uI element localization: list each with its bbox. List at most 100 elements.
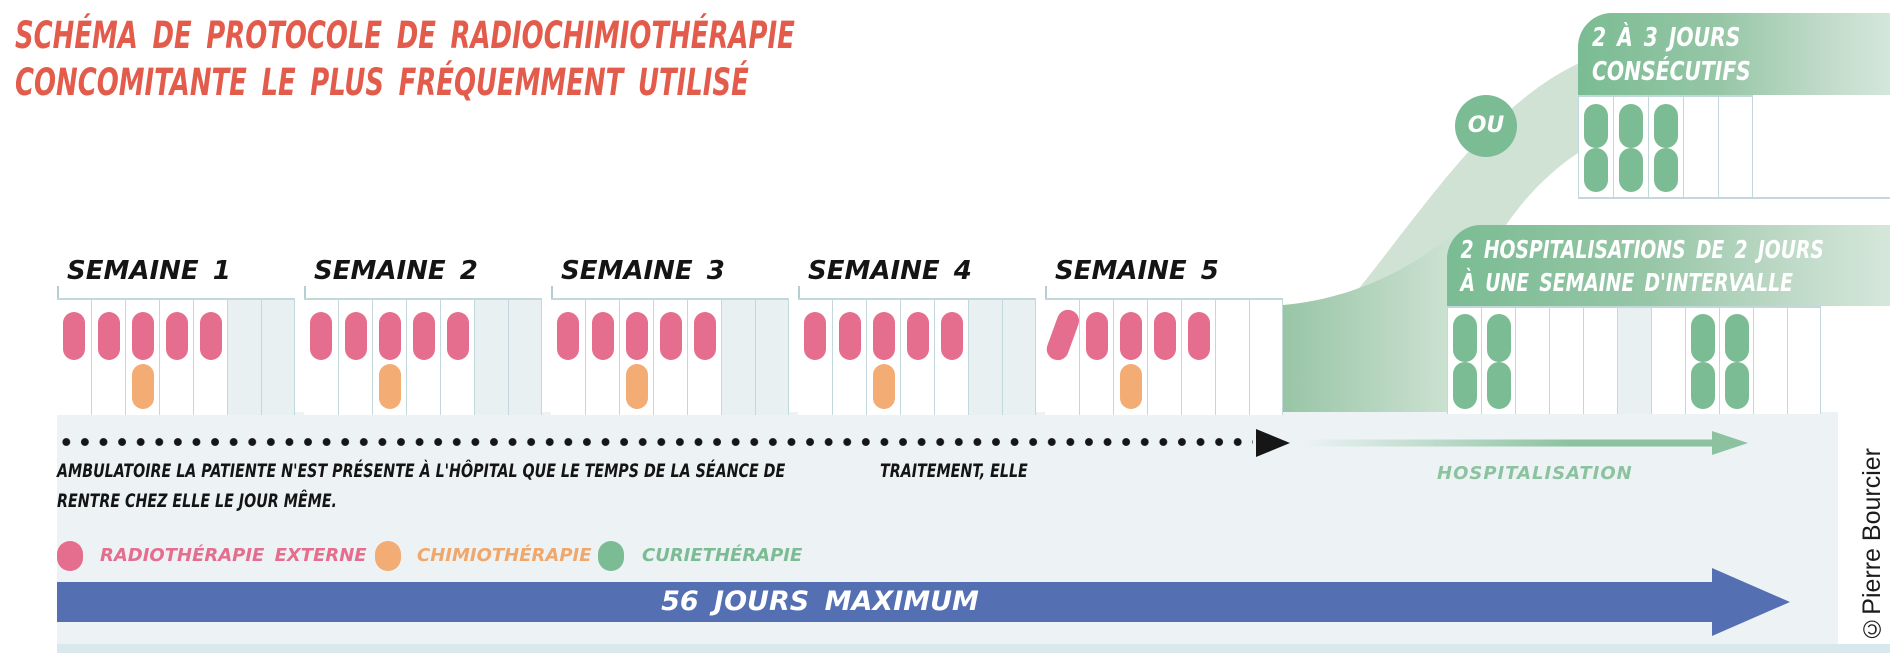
- chemotherapy-pill: [625, 364, 648, 409]
- day-cell: [474, 300, 508, 415]
- day-cell: [193, 300, 227, 415]
- day-cell: [1549, 308, 1583, 414]
- radiotherapy-pill: [1153, 312, 1176, 360]
- week-block: SEMAINE 5: [1043, 0, 1284, 415]
- option1-baseline: [1578, 197, 1890, 199]
- ambulatory-arrowhead-icon: [1256, 429, 1290, 457]
- week-cells: [57, 298, 295, 415]
- curietherapy-pill-segment: [1724, 314, 1749, 362]
- chemotherapy-pill: [1119, 364, 1142, 409]
- week-cells: [304, 298, 542, 415]
- day-cell: [1648, 97, 1683, 199]
- option1-label-line1: 2 À 3 JOURS: [1592, 23, 1741, 53]
- day-cell: [406, 300, 440, 415]
- radiotherapy-pill: [940, 312, 963, 360]
- week-label: SEMAINE 3: [561, 256, 725, 286]
- option2-label-text: 2 HOSPITALISATIONS DE 2 JOURS À UNE SEMA…: [1447, 225, 1824, 299]
- day-cell: [1447, 308, 1481, 414]
- curietherapy-pill-segment: [1619, 148, 1643, 192]
- chemotherapy-pill: [378, 364, 401, 409]
- day-cell: [1113, 300, 1147, 415]
- option1-label: 2 À 3 JOURS CONSÉCUTIFS: [1578, 13, 1890, 95]
- day-cell: [1147, 300, 1181, 415]
- day-cell: [1651, 308, 1685, 414]
- option1-label-line2: CONSÉCUTIFS: [1592, 57, 1751, 87]
- day-cell: [1043, 300, 1083, 415]
- or-badge-text: OU: [1467, 113, 1505, 138]
- radiotherapy-dot-icon: [57, 541, 83, 571]
- legend-chemotherapy-label: CHIMIOTHÉRAPIE: [417, 545, 592, 566]
- radiotherapy-pill: [1119, 312, 1142, 360]
- day-cell: [1515, 308, 1549, 414]
- curietherapy-pill-segment: [1724, 361, 1749, 409]
- title-line1: SCHÉMA DE PROTOCOLE DE RADIOCHIMIOTHÉRAP…: [15, 14, 795, 57]
- curietherapy-pill-segment: [1654, 104, 1678, 148]
- curietherapy-pill-segment: [1619, 104, 1643, 148]
- radiotherapy-pill: [446, 312, 469, 360]
- footer-strip: [57, 644, 1890, 653]
- curietherapy-dot-icon: [598, 541, 624, 571]
- radiotherapy-pill: [1085, 312, 1108, 360]
- day-cell: [721, 300, 755, 415]
- day-cell: [968, 300, 1002, 415]
- day-cell: [1683, 97, 1718, 199]
- week-cells: [798, 298, 1036, 415]
- week-block: SEMAINE 3: [551, 0, 790, 415]
- option2-label-line1: 2 HOSPITALISATIONS DE 2 JOURS: [1460, 235, 1824, 264]
- day-cell: [227, 300, 261, 415]
- chemotherapy-dot-icon: [375, 541, 401, 571]
- day-cell: [1685, 308, 1719, 414]
- option2-cells: [1447, 306, 1821, 414]
- day-cell: [798, 300, 832, 415]
- duration-bar: [57, 582, 1712, 622]
- curietherapy-pill: [1724, 314, 1749, 409]
- day-cell: [755, 300, 789, 415]
- duration-arrowhead-icon: [1712, 568, 1790, 636]
- day-cell: [440, 300, 474, 415]
- curietherapy-pill: [1486, 314, 1511, 409]
- day-cell: [934, 300, 968, 415]
- day-cell: [619, 300, 653, 415]
- credit: ©Pierre Bourcier: [1858, 448, 1886, 643]
- radiotherapy-pill: [693, 312, 716, 360]
- title-line2: CONCOMITANTE LE PLUS FRÉQUEMMENT UTILISÉ: [15, 61, 749, 104]
- radiotherapy-pill: [412, 312, 435, 360]
- option2-label-line2: À UNE SEMAINE D'INTERVALLE: [1460, 268, 1793, 297]
- day-cell: [832, 300, 866, 415]
- option1-label-text: 2 À 3 JOURS CONSÉCUTIFS: [1578, 13, 1751, 89]
- day-cell: [1613, 97, 1648, 199]
- day-cell: [1617, 308, 1651, 414]
- day-cell: [1578, 97, 1613, 199]
- radiotherapy-pill: [97, 312, 120, 360]
- radiotherapy-pill: [63, 312, 85, 360]
- legend-curietherapy-label: CURIETHÉRAPIE: [642, 545, 803, 566]
- day-cell: [653, 300, 687, 415]
- radiotherapy-pill: [838, 312, 861, 360]
- radiotherapy-pill: [165, 312, 188, 360]
- day-cell: [261, 300, 295, 415]
- week-block: SEMAINE 4: [798, 0, 1037, 415]
- chemotherapy-pill: [872, 364, 895, 409]
- day-cell: [900, 300, 934, 415]
- day-cell: [338, 300, 372, 415]
- day-cell: [1583, 308, 1617, 414]
- week-label: SEMAINE 5: [1055, 256, 1219, 286]
- radiotherapy-pill: [872, 312, 895, 360]
- curietherapy-pill: [1690, 314, 1715, 409]
- radiotherapy-pill: [199, 312, 222, 360]
- ambulatory-note-line2: RENTRE CHEZ ELLE LE JOUR MÊME.: [57, 490, 337, 512]
- day-cell: [1215, 300, 1249, 415]
- option2-label: 2 HOSPITALISATIONS DE 2 JOURS À UNE SEMA…: [1447, 225, 1890, 306]
- day-cell: [1002, 300, 1036, 415]
- day-cell: [1079, 300, 1113, 415]
- day-cell: [866, 300, 900, 415]
- curietherapy-pill-segment: [1584, 148, 1608, 192]
- radiotherapy-pill: [804, 312, 826, 360]
- week-label: SEMAINE 2: [314, 256, 478, 286]
- day-cell: [1753, 308, 1787, 414]
- radiotherapy-pill: [906, 312, 929, 360]
- curietherapy-pill-segment: [1452, 361, 1477, 409]
- curietherapy-pill-segment: [1452, 314, 1477, 362]
- curietherapy-pill-segment: [1654, 148, 1678, 192]
